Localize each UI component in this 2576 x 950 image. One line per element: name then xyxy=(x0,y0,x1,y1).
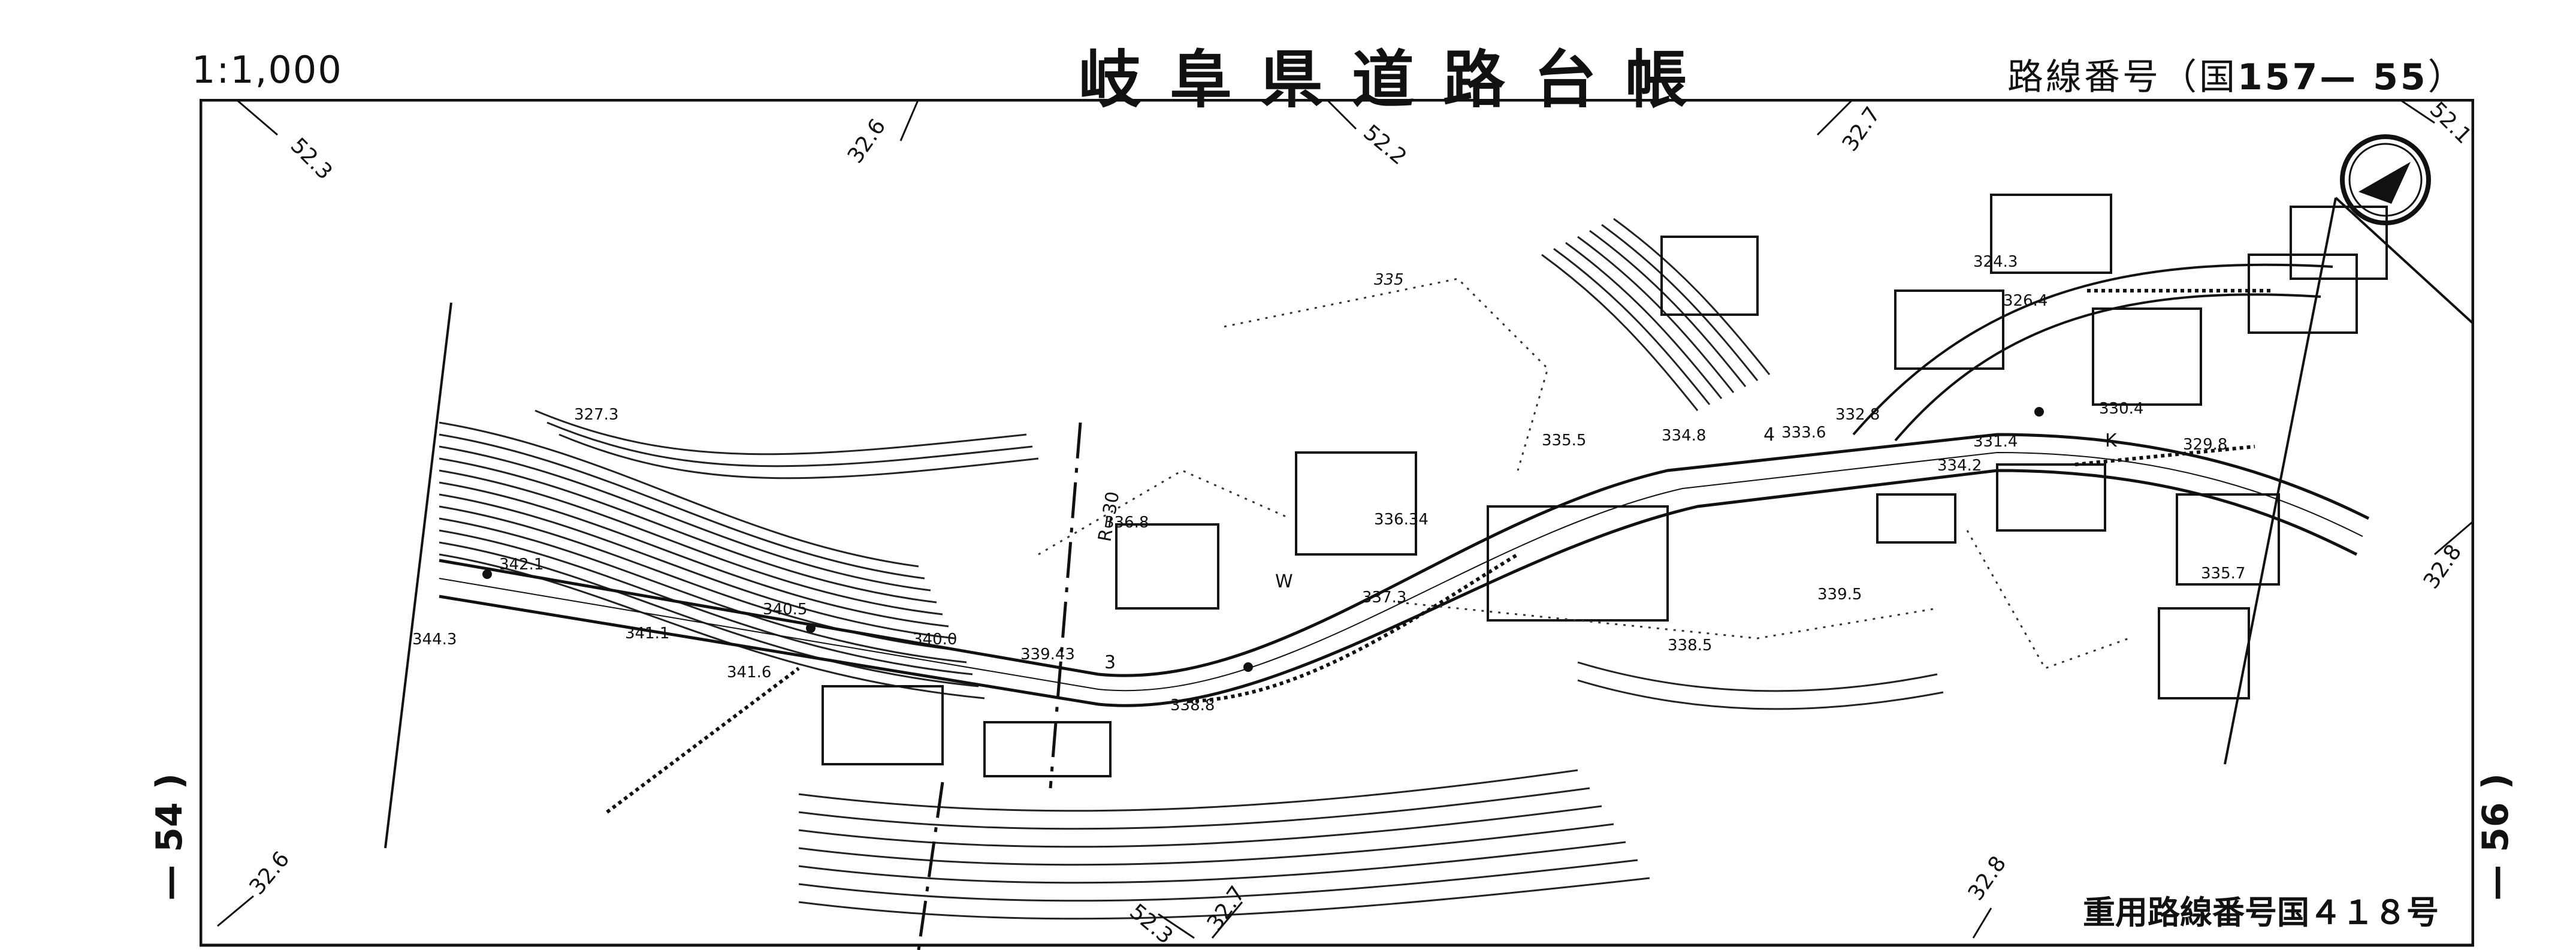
elevation-label: 333.6 xyxy=(1781,424,1826,442)
buildings xyxy=(822,194,2388,777)
curve-radius-label: R=30 xyxy=(1094,490,1124,543)
elevation-label: 336.8 xyxy=(1104,514,1149,532)
mark-4: 4 xyxy=(1763,424,1775,445)
adjacent-sheet-left: — 54 ) xyxy=(149,773,191,901)
main-road xyxy=(439,433,2370,707)
elevation-label: 335.5 xyxy=(1542,432,1586,450)
route-number-value: 157— 55 xyxy=(2237,56,2428,98)
route-number: 路線番号（国157— 55） xyxy=(2007,48,2466,100)
grid-tick-label: 32.8 xyxy=(2419,540,2467,593)
grid-tick-label: 52.1 xyxy=(2425,99,2474,149)
elevation-label: 327.3 xyxy=(574,406,618,424)
elevation-labels: 327.3 342.1 341.1 341.6 340.5 340.0 339.… xyxy=(412,253,2245,714)
route-prefix: 路線番号（国 xyxy=(2007,56,2237,98)
elevation-label: 324.3 xyxy=(1973,253,2018,271)
elevation-label: 334.8 xyxy=(1662,427,1706,445)
elevation-label: 326.4 xyxy=(2003,292,2047,310)
elevation-label: 331.4 xyxy=(1973,433,2018,451)
elevation-label: 344.3 xyxy=(412,631,457,649)
grid-tick-label: 52.3 xyxy=(1125,899,1177,949)
elevation-label: 329.8 xyxy=(2183,436,2227,454)
point-markers xyxy=(482,407,2044,672)
road-centerline xyxy=(439,451,2363,692)
grid-tick-label: 32.7 xyxy=(1838,102,1886,156)
elevation-label: 341.1 xyxy=(625,625,669,643)
elevation-label: 330.4 xyxy=(2099,400,2143,418)
mark-w: W xyxy=(1275,571,1293,592)
elevation-label: 335.7 xyxy=(2201,565,2245,583)
elevation-label: 334.2 xyxy=(1937,457,1982,475)
elevation-label: 335 xyxy=(1374,271,1404,289)
survey-point xyxy=(1243,662,1253,672)
survey-point xyxy=(2034,407,2044,417)
elevation-label: 336.34 xyxy=(1374,511,1429,529)
designated-route-number: 重用路線番号国４１８号 xyxy=(2079,886,2442,933)
field-boundaries xyxy=(1038,278,2130,669)
mark-k: K xyxy=(2105,430,2118,451)
grid-tick-label: 32.6 xyxy=(843,114,891,168)
elevation-label: 332.8 xyxy=(1835,406,1880,424)
side-road xyxy=(1852,263,2333,442)
map-title: 岐阜県道路台帳 xyxy=(1079,43,1717,116)
elevation-label: 337.3 xyxy=(1362,589,1406,607)
elevation-label: 339.5 xyxy=(1817,586,1862,604)
grid-tick-label: 32.6 xyxy=(244,847,294,900)
elevation-label: 338.5 xyxy=(1668,637,1712,655)
grid-tick-label: 52.3 xyxy=(286,133,337,185)
grid-tick-labels: 52.3 32.6 52.2 32.7 52.1 32.8 32.6 52.3 … xyxy=(244,99,2474,949)
grid-tick-label: 52.2 xyxy=(1358,120,1411,170)
elevation-label: 340.0 xyxy=(913,631,957,649)
map-scale: 1:1,000 xyxy=(192,48,343,92)
survey-point xyxy=(482,569,492,579)
elevation-label: 340.5 xyxy=(763,601,807,619)
mark-3: 3 xyxy=(1104,652,1116,673)
elevation-label: 339.43 xyxy=(1020,646,1075,664)
grid-tick-label: 32.7 xyxy=(1203,882,1251,935)
contour-lines-lower xyxy=(798,661,1944,920)
survey-area-edges xyxy=(384,197,2474,849)
map-border xyxy=(200,99,2474,947)
map-frame: 52.3 32.6 52.2 32.7 52.1 32.8 32.6 52.3 … xyxy=(200,99,2474,950)
route-suffix: ） xyxy=(2427,56,2466,98)
elevation-label: 338.8 xyxy=(1170,696,1215,714)
contour-lines-upper xyxy=(439,409,1039,699)
adjacent-sheet-right: — 56 ) xyxy=(2475,773,2517,901)
boundary-lines xyxy=(917,422,1082,950)
elevation-label: 341.6 xyxy=(727,664,771,681)
survey-point xyxy=(806,623,816,633)
grid-ticks xyxy=(217,99,2474,939)
retaining-walls xyxy=(606,289,2273,814)
grid-tick-label: 32.8 xyxy=(1964,852,2012,905)
elevation-label: 342.1 xyxy=(499,556,543,574)
